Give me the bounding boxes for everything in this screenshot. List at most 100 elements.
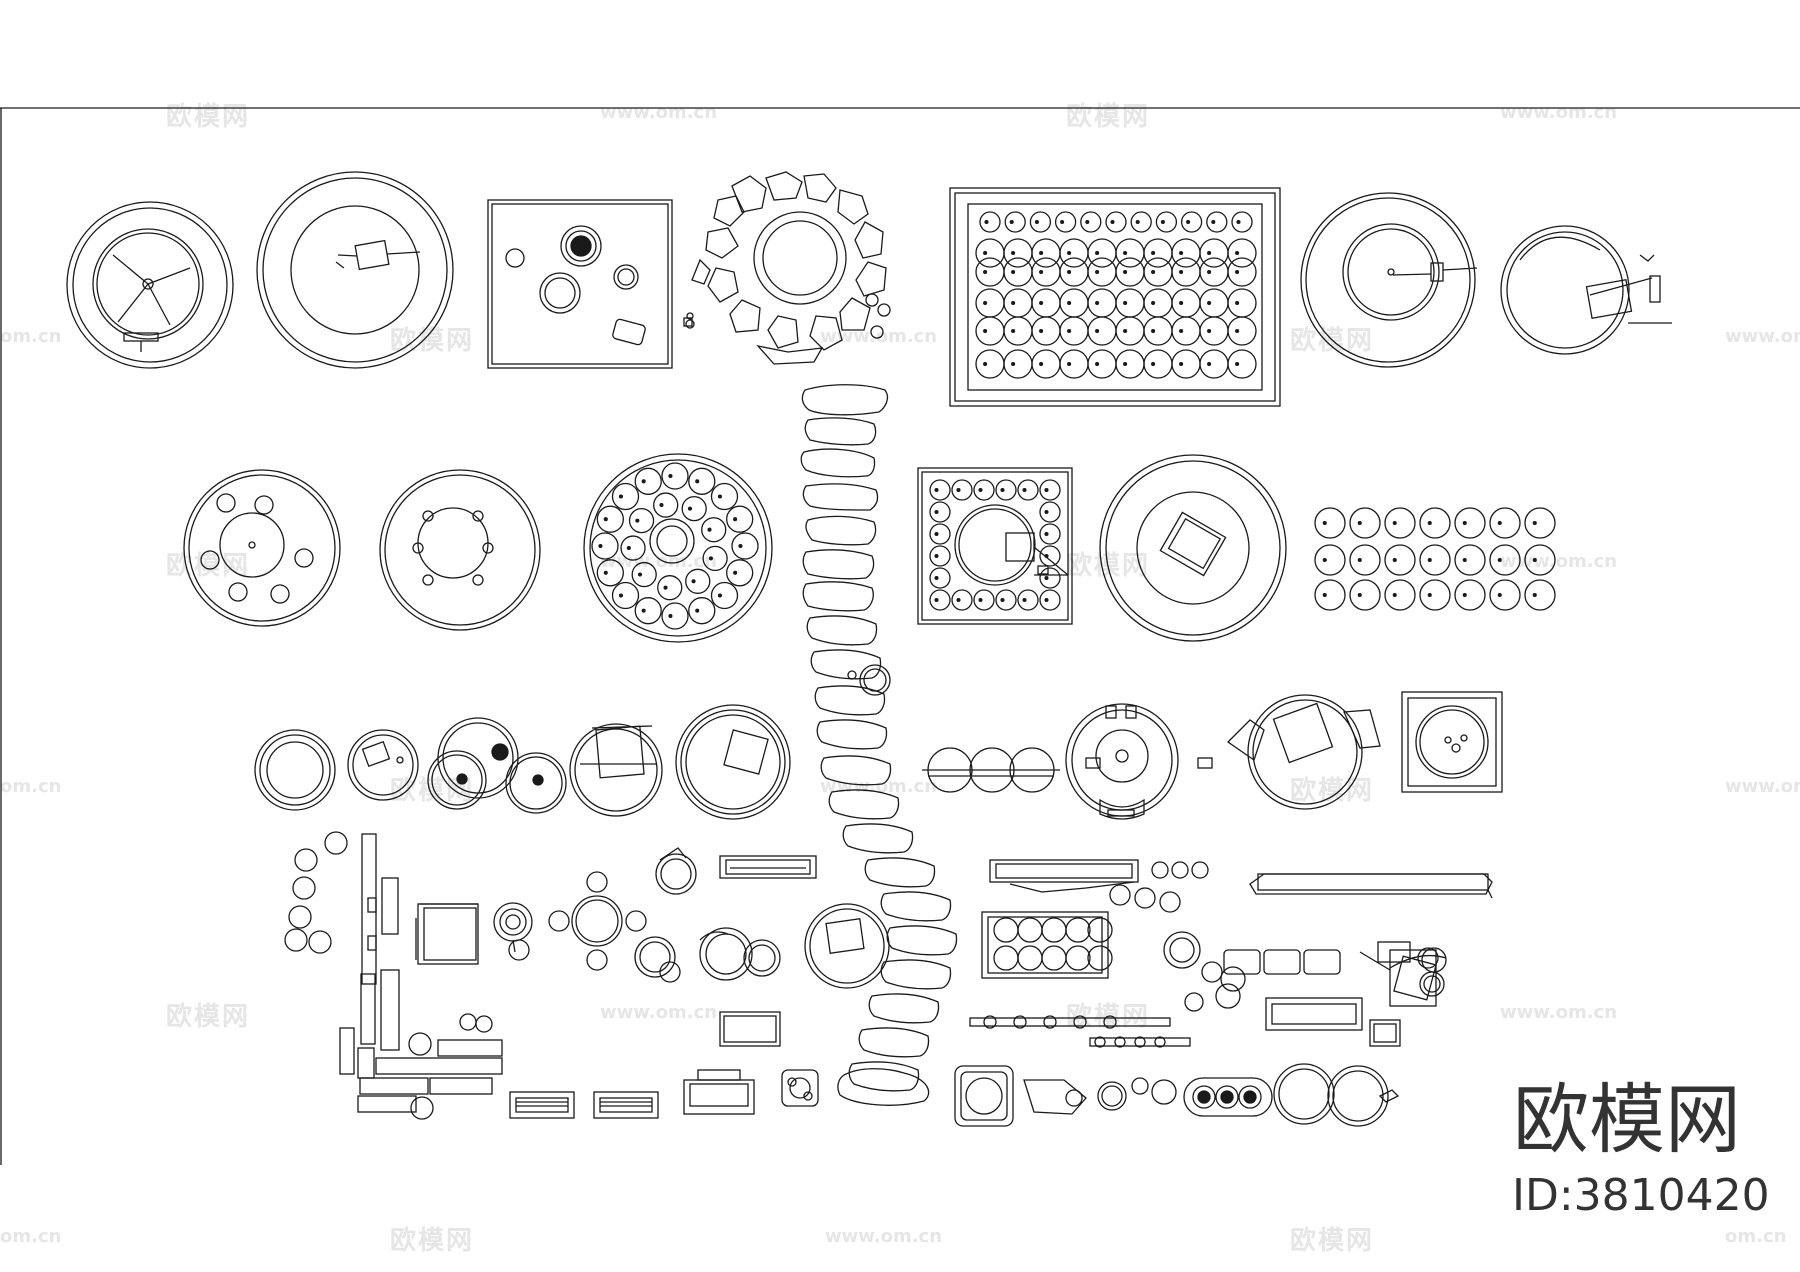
stool-ring-outer-dot (641, 608, 646, 613)
square-table-stools-grid (917, 467, 1073, 625)
stool-ring-inner-dot (659, 502, 664, 508)
stool-square-ring-dot (1000, 597, 1005, 603)
stool-ring-outer-dot (668, 613, 673, 619)
watermark-url: www.om.cn (820, 326, 938, 347)
planter-circle (975, 257, 1005, 287)
stool-ring-inner (653, 492, 679, 518)
watermark-url: www.om.cn (1725, 326, 1800, 347)
planter-circle (1143, 288, 1173, 318)
rectangle-wall-block (719, 1011, 781, 1047)
stool-cluster-item (1349, 544, 1381, 576)
planter-circle (1003, 288, 1033, 318)
planter-circle (1080, 211, 1102, 233)
stool-square-ring-dot (956, 597, 961, 603)
planter-circle-dot (983, 300, 988, 306)
stool-ring-outer-dot (598, 543, 603, 549)
stool-cluster-item-dot (1497, 592, 1502, 598)
planter-circle (1130, 211, 1152, 233)
bench-row-lower-left (969, 1015, 1171, 1029)
planter-circle-dot (1151, 269, 1156, 275)
planter-circle-dot (1151, 361, 1156, 367)
planter-circle (1087, 257, 1117, 287)
stool-ring-inner (631, 561, 657, 588)
planter-circle-dot (1123, 361, 1128, 367)
round-table-six-stools (183, 469, 341, 627)
stool-ring-outer (596, 559, 624, 587)
round-table-spokes (66, 201, 234, 369)
planter-circle (1087, 349, 1117, 379)
stool-ring-inner (620, 535, 646, 561)
planter-circle-dot (1011, 250, 1016, 256)
planter-circle (1143, 349, 1173, 379)
round-table-chair-square-small (804, 903, 890, 989)
planter-circle (1003, 349, 1033, 379)
round-table-chair-small (347, 729, 419, 801)
planter-circle-dot (1179, 269, 1184, 275)
stool-cluster-item-dot (1357, 592, 1362, 598)
planter-circle-dot (1151, 328, 1156, 334)
planter-circle-dot (1067, 269, 1072, 275)
round-pedestal-table (1065, 703, 1213, 820)
stool-ring-outer (731, 532, 759, 560)
planter-circle (1199, 316, 1229, 346)
planter-circle (1171, 257, 1201, 287)
planter-circle (1199, 288, 1229, 318)
stool-ring-outer (591, 532, 619, 560)
planter-circle-dot (983, 269, 988, 275)
planter-circle (1087, 288, 1117, 318)
stool-cluster-item-dot (1532, 520, 1537, 526)
stool-ring-outer (710, 581, 739, 610)
stool-cluster-item-dot (1427, 592, 1432, 598)
planter-circle (1003, 316, 1033, 346)
round-table-square-chair (1099, 454, 1287, 642)
planter-circle (1059, 257, 1089, 287)
stool-square-ring (951, 589, 973, 611)
stool-cluster-item-dot (1462, 592, 1467, 598)
planter-circle (1227, 349, 1257, 379)
stool-cluster-item (1419, 507, 1451, 539)
stool-ring-inner-dot (637, 572, 643, 577)
stool-square-ring-dot (1044, 509, 1049, 515)
stool-ring-outer-dot (717, 593, 722, 598)
planter-circle (1059, 349, 1089, 379)
planter-circle (1031, 316, 1061, 346)
stool-square-ring (995, 479, 1017, 501)
planter-circle-dot (983, 250, 988, 256)
stool-square-ring-dot (934, 597, 939, 603)
planter-circle (975, 316, 1005, 346)
stool-square-ring-dot (978, 487, 983, 493)
sheet-border (0, 107, 1800, 1165)
round-table-chair-right (1300, 192, 1478, 368)
planter-circle-dot (1039, 328, 1044, 334)
rectangular-planter-with-circles (949, 187, 1281, 407)
round-table-lounge-chair (1226, 694, 1381, 810)
watermark-brand: 欧模网 (1290, 326, 1375, 356)
planter-circle (1199, 349, 1229, 379)
stool-cluster-item (1384, 507, 1416, 539)
armchair-square (415, 903, 479, 965)
stool-ring-outer-dot (668, 473, 673, 479)
round-table-large-plain (256, 171, 454, 369)
stool-cluster-item (1384, 544, 1416, 576)
stool-cluster-item-dot (1532, 592, 1537, 598)
stool-cluster-item-dot (1497, 557, 1502, 563)
planter-circle-dot (1110, 219, 1115, 225)
stool-ring-inner-dot (635, 518, 640, 523)
stool-square-ring-dot (1044, 597, 1049, 603)
stool-cluster-item-dot (1462, 520, 1467, 526)
stone-well-feature (685, 171, 891, 365)
planter-circle-dot (1095, 300, 1100, 306)
stool-cluster-group (1314, 507, 1556, 611)
stool-ring-outer (726, 505, 754, 533)
planter-circle (1171, 316, 1201, 346)
planter-circle-dot (1235, 361, 1240, 367)
stool-cluster-item (1489, 579, 1521, 611)
planter-circle-dot (1085, 219, 1090, 225)
planter-circle-dot (1060, 219, 1065, 225)
planter-circle (1180, 211, 1203, 233)
watermark-url: www.om.cn (600, 1002, 718, 1023)
bench-narrow-top (719, 855, 817, 879)
stool-square-ring (1017, 479, 1039, 501)
stool-square-ring (1017, 589, 1039, 611)
